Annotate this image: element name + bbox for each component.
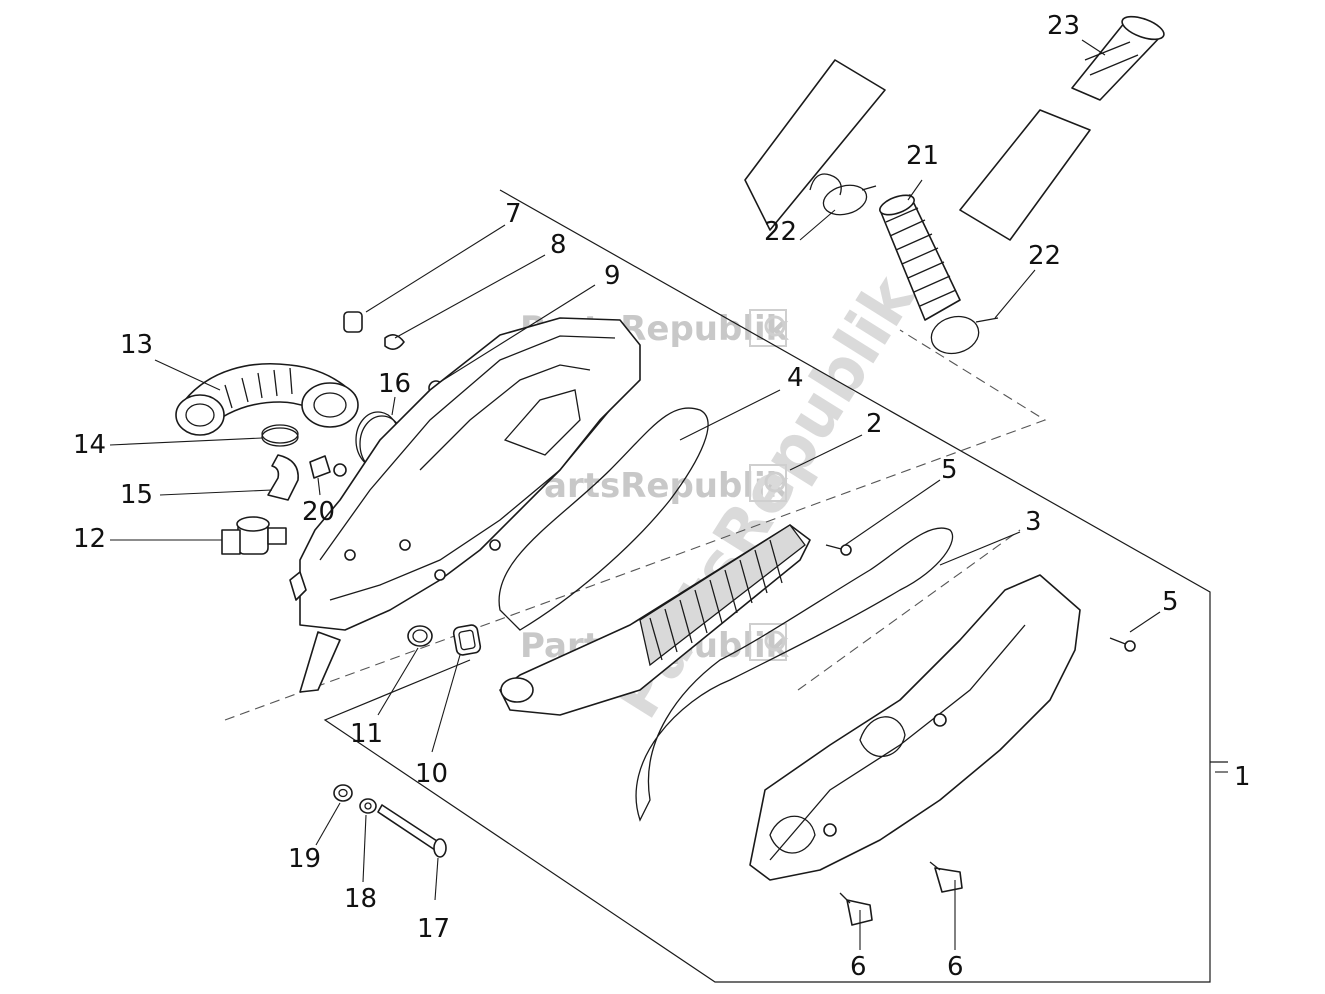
callout-2: 2 bbox=[866, 409, 883, 439]
callout-22-left: 22 bbox=[764, 217, 797, 247]
part-12-sensor bbox=[221, 516, 287, 555]
part-14-clamp bbox=[261, 424, 299, 447]
part-19-washer bbox=[333, 784, 353, 802]
callout-1: 1 bbox=[1234, 762, 1251, 792]
assembly-frame bbox=[224, 189, 1228, 983]
part-7-bushing bbox=[343, 311, 363, 333]
part-6-knob-right bbox=[929, 861, 963, 893]
callout-17: 17 bbox=[417, 914, 450, 944]
part-18-washer bbox=[359, 798, 377, 814]
part-2-air-filter bbox=[499, 524, 811, 716]
callout-13: 13 bbox=[120, 330, 153, 360]
part-11-o-ring bbox=[407, 625, 433, 647]
callout-5-left: 5 bbox=[941, 455, 958, 485]
callout-18: 18 bbox=[344, 884, 377, 914]
callout-3: 3 bbox=[1025, 507, 1042, 537]
callout-19: 19 bbox=[288, 844, 321, 874]
watermark-gear-icon bbox=[749, 309, 787, 661]
airbox-cover bbox=[749, 574, 1081, 881]
callout-8: 8 bbox=[550, 230, 567, 260]
callout-7: 7 bbox=[505, 199, 522, 229]
airbox-housing bbox=[289, 317, 641, 693]
callout-16: 16 bbox=[378, 369, 411, 399]
callout-12: 12 bbox=[73, 524, 106, 554]
part-15-elbow-hose bbox=[267, 454, 299, 501]
callout-6-right: 6 bbox=[947, 952, 964, 982]
callout-21: 21 bbox=[906, 141, 939, 171]
callout-5-right: 5 bbox=[1162, 587, 1179, 617]
callout-4: 4 bbox=[787, 363, 804, 393]
part-5-screw-right bbox=[1109, 637, 1136, 652]
part-21-bellows bbox=[879, 194, 961, 321]
callout-6-left: 6 bbox=[850, 952, 867, 982]
watermark-middle: PartsRepublik bbox=[520, 466, 790, 506]
part-3-cover-gasket bbox=[635, 527, 954, 822]
callout-23: 23 bbox=[1047, 11, 1080, 41]
callout-22-right: 22 bbox=[1028, 241, 1061, 271]
part-23-snorkel bbox=[1071, 15, 1165, 101]
callout-14: 14 bbox=[73, 430, 106, 460]
callout-10: 10 bbox=[415, 759, 448, 789]
part-5-screw-left bbox=[825, 544, 852, 556]
callout-20: 20 bbox=[302, 497, 335, 527]
part-8-clip bbox=[384, 334, 405, 350]
part-22-clamp-upper bbox=[822, 184, 877, 216]
callout-9: 9 bbox=[604, 261, 621, 291]
intake-pipe bbox=[744, 59, 1091, 241]
callout-15: 15 bbox=[120, 480, 153, 510]
callout-11: 11 bbox=[350, 719, 383, 749]
part-6-knob-left bbox=[839, 892, 873, 926]
part-13-intake-duct bbox=[175, 362, 359, 436]
part-4-gasket bbox=[498, 407, 709, 631]
part-17-bolt bbox=[377, 804, 447, 858]
leader-lines bbox=[109, 39, 1228, 950]
part-10-gasket bbox=[452, 624, 482, 656]
part-22-clamp-lower bbox=[930, 315, 999, 355]
callout-labels: 1 2 3 4 5 5 6 6 7 8 9 10 11 12 13 14 15 … bbox=[73, 11, 1251, 982]
